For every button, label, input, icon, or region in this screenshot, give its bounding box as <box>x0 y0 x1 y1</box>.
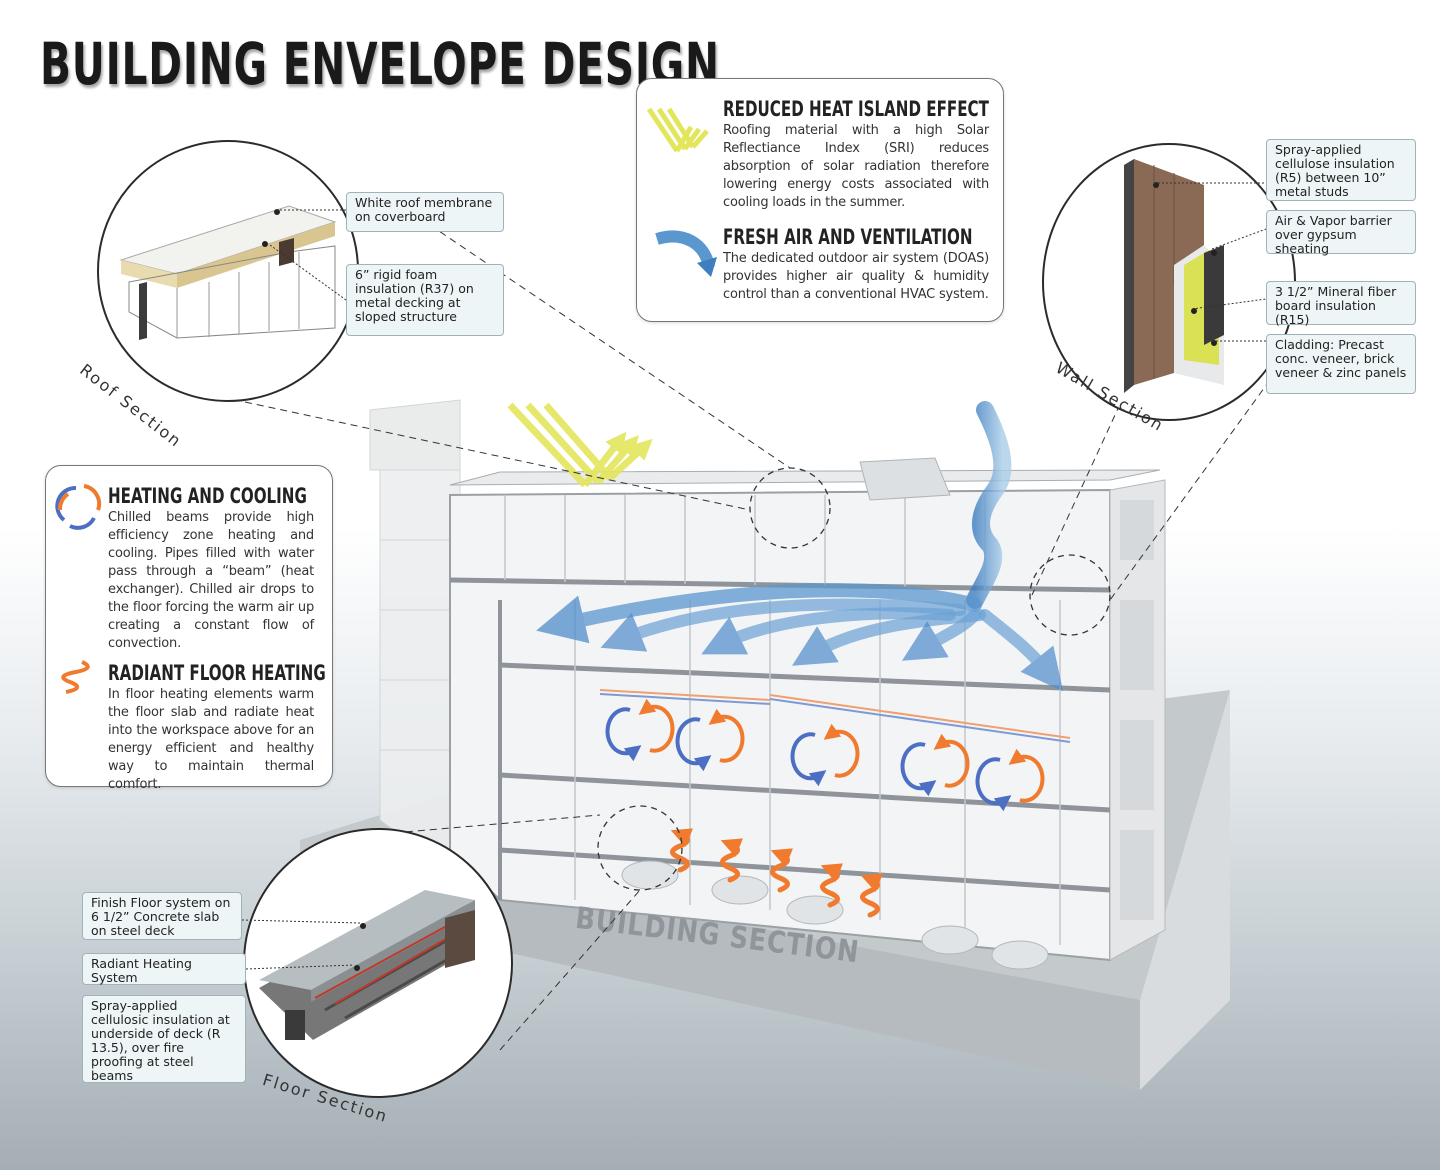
radiant-floor-heading: RADIANT FLOOR HEATING <box>108 661 326 685</box>
wall-note-cladding-text: Cladding: Precast conc. veneer, brick ve… <box>1275 337 1407 380</box>
sun-rays <box>507 402 653 488</box>
building-body <box>449 457 1166 970</box>
roof-note-insulation-text: 6” rigid foam insulation (R37) on metal … <box>355 267 474 324</box>
page-title: BUILDING ENVELOPE DESIGN <box>40 30 720 98</box>
sun-ray-icon <box>646 107 709 153</box>
heating-cooling-heading: HEATING AND COOLING <box>108 484 307 508</box>
floor-note-insulation: Spray-applied cellulosic insulation at u… <box>82 995 246 1083</box>
radiant-wave-icon <box>61 660 90 694</box>
fresh-air-heading: FRESH AIR AND VENTILATION <box>723 225 973 249</box>
wall-note-barrier: Air & Vapor barrier over gypsum sheating <box>1266 210 1416 256</box>
floor-section-detail <box>243 828 513 1098</box>
radiant-floor-waves <box>670 828 884 918</box>
floor-note-slab-text: Finish Floor system on 6 1/2” Concrete s… <box>91 895 231 938</box>
floor-note-radiant-text: Radiant Heating System <box>91 956 192 985</box>
roof-note-membrane: White roof membrane on coverboard <box>346 192 504 232</box>
wall-note-barrier-text: Air & Vapor barrier over gypsum sheating <box>1275 213 1392 256</box>
heat-island-box: REDUCED HEAT ISLAND EFFECT Roofing mater… <box>636 78 1004 322</box>
wall-note-mineral: 3 1/2” Mineral fiber board insulation (R… <box>1266 281 1416 327</box>
roof-leaders <box>270 209 347 301</box>
heat-island-heading: REDUCED HEAT ISLAND EFFECT <box>723 97 989 121</box>
convection-icon <box>55 484 102 530</box>
floor-note-insulation-text: Spray-applied cellulosic insulation at u… <box>91 998 230 1083</box>
roof-note-membrane-text: White roof membrane on coverboard <box>355 195 493 224</box>
back-tower <box>369 399 461 881</box>
wall-note-cladding: Cladding: Precast conc. veneer, brick ve… <box>1266 334 1416 394</box>
wall-note-mineral-text: 3 1/2” Mineral fiber board insulation (R… <box>1275 284 1397 327</box>
roof-note-insulation: 6” rigid foam insulation (R37) on metal … <box>346 264 504 336</box>
floor-leaders <box>242 919 361 970</box>
fresh-air-ribbon <box>536 401 1064 692</box>
heating-cooling-body: Chilled beams provide high efficiency zo… <box>108 510 314 651</box>
wall-note-cellulose-text: Spray-applied cellulose insulation (R5) … <box>1275 142 1395 199</box>
floor-note-radiant: Radiant Heating System <box>82 953 246 985</box>
heating-cooling-box: HEATING AND COOLING Chilled beams provid… <box>45 465 333 792</box>
fresh-air-body: The dedicated outdoor air system (DOAS) … <box>723 251 989 302</box>
radiant-floor-body: In floor heating elements warm the floor… <box>108 687 314 792</box>
wall-leaders <box>1154 182 1267 342</box>
floor-note-slab: Finish Floor system on 6 1/2” Concrete s… <box>82 892 242 940</box>
heat-island-body: Roofing material with a high Solar Refle… <box>723 123 989 210</box>
air-arrow-icon <box>655 230 717 277</box>
floor-detail-drawing <box>259 890 475 1040</box>
roof-detail-drawing <box>119 205 337 340</box>
wall-note-cellulose: Spray-applied cellulose insulation (R5) … <box>1266 139 1416 201</box>
convection-loops <box>605 698 1045 812</box>
